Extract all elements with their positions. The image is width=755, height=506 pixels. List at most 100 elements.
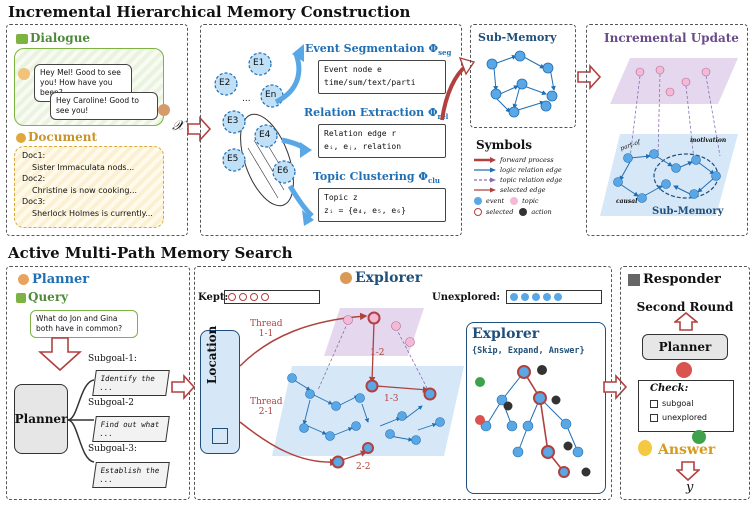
responder-planner-label: Planner: [658, 340, 712, 354]
topic-line: zᵢ = {e₄, e₅, e₆}: [324, 205, 406, 215]
top-section-title: Incremental Hierarchical Memory Construc…: [8, 3, 411, 21]
explorer-title: Explorer: [340, 270, 422, 286]
forward-arrow: [577, 64, 602, 90]
location-label: Location: [205, 325, 219, 384]
topic-box: Topic z zᵢ = {e₄, e₅, e₆}: [318, 188, 446, 222]
legend-topic: topic: [510, 197, 539, 205]
up-arrow: [674, 312, 698, 331]
down-arrow: [676, 461, 700, 482]
bottom-section-title: Active Multi-Path Memory Search: [8, 244, 293, 262]
relation-line: Relation edge r: [324, 129, 397, 138]
doc-line: Sherlock Holmes is currently...: [32, 208, 153, 218]
approve-icon: [692, 430, 706, 444]
incremental-submemory-label: Sub-Memory: [652, 206, 724, 217]
unexplored-queue: [506, 290, 602, 304]
node-ellipsis: ...: [242, 94, 251, 104]
event-segmentation-title: Event Segmentaion Φseg: [305, 42, 452, 58]
unexplored-label: Unexplored:: [432, 292, 501, 303]
planner-title: Planner: [18, 272, 89, 287]
thread-1-1-label: Thread 1-1: [250, 319, 283, 339]
chat-message-2: Hey Caroline! Good to see you!: [50, 92, 158, 121]
document-title: Document: [16, 130, 97, 144]
node-e6: E6: [277, 166, 289, 176]
subgoal-1-label: Subgoal-1:: [88, 354, 137, 364]
node-e3: E3: [227, 116, 239, 126]
legend-event: event: [474, 197, 504, 205]
answer-label: Answer: [658, 442, 716, 458]
label-motivation: motivation: [690, 137, 727, 144]
input-variable: 𝒳: [172, 118, 185, 134]
avatar-caroline: [158, 104, 170, 116]
event-line: time/sum/text/parti: [324, 77, 416, 87]
check-box: [638, 380, 734, 432]
event-node-cluster: [214, 44, 314, 226]
thread-2-1-label: Thread 2-1: [250, 397, 283, 417]
responder-avatar-icon: [628, 273, 640, 286]
document-lines: Doc1: Sister Immaculata nods... Doc2: Ch…: [22, 150, 153, 220]
label-causal: causal: [616, 198, 638, 205]
location-box: [200, 330, 240, 454]
incremental-update-title: Incremental Update: [604, 31, 739, 45]
explorer-graph: [240, 308, 464, 469]
submemory-title: Sub-Memory: [478, 31, 557, 44]
submemory-graph: [486, 50, 558, 118]
dialogue-title: Dialogue: [16, 31, 90, 45]
node-e1: E1: [253, 58, 265, 68]
symbols-legend: forward process logic relation edge topi…: [474, 156, 580, 216]
construction-panel: [200, 24, 462, 236]
incremental-update-panel: [586, 24, 748, 236]
down-arrow: [37, 337, 83, 372]
legend-selected: selected: [474, 208, 513, 216]
explorer-card-title: Explorer: [472, 326, 540, 342]
reject-icon: [676, 362, 692, 378]
legend-forward: forward process: [474, 156, 580, 164]
responder-panel: [620, 266, 750, 500]
node-e5: E5: [227, 154, 239, 164]
document-icon: [16, 132, 26, 143]
lightbulb-icon: [638, 440, 652, 456]
kept-queue: [224, 290, 320, 304]
relation-line: eᵢ, eⱼ, relation: [324, 141, 402, 151]
document-area: [14, 146, 164, 228]
doc-line: Christine is now cooking...: [32, 185, 138, 195]
doc-line: Doc3:: [22, 197, 46, 207]
planner-avatar-icon: [18, 274, 29, 285]
kept-label: Kept:: [198, 292, 229, 303]
node-en: En: [265, 90, 277, 100]
step-1-2-label: 1-2: [370, 348, 385, 358]
second-round-label: Second Round: [636, 300, 734, 314]
doc-line: Doc2:: [22, 174, 46, 184]
legend-selected-edge: selected edge: [474, 186, 580, 194]
subgoal-1-box: Identify the ...: [92, 370, 170, 396]
hierarchy-icon: [212, 428, 228, 444]
relation-extraction-title: Relation Extraction Φrel: [304, 106, 449, 122]
subgoal-branches: [67, 379, 95, 463]
event-line: Event node e: [324, 65, 382, 74]
responder-title: Responder: [628, 272, 721, 287]
subgoal-2-box: Find out what ...: [92, 416, 170, 442]
explorer-avatar-icon: [340, 272, 352, 284]
planner-center-label: Planner: [14, 412, 68, 426]
query-title: Query: [16, 290, 68, 304]
legend-topic-edge: topic relation edge: [474, 176, 580, 184]
responder-planner-box: Planner: [642, 334, 728, 360]
planner-center-box: Planner: [14, 384, 68, 454]
explorer-actions: {Skip, Expand, Answer}: [472, 346, 585, 356]
check-title: Check:: [650, 383, 689, 394]
avatar-mel: [18, 68, 30, 80]
submemory-panel: [470, 24, 576, 128]
subgoal-2-label: Subgoal-2: [88, 398, 134, 408]
incremental-graph: [600, 58, 738, 216]
symbols-title: Symbols: [476, 138, 533, 152]
node-e4: E4: [259, 130, 271, 140]
subgoal-3-label: Subgoal-3:: [88, 444, 137, 454]
legend-action: action: [519, 208, 552, 216]
forward-arrow: [171, 374, 196, 400]
doc-line: Sister Immaculata nods...: [32, 162, 135, 172]
query-bubble: What do Jon and Gina both have in common…: [30, 310, 138, 339]
relation-edge-box: Relation edge r eᵢ, eⱼ, relation: [318, 124, 446, 158]
step-1-3-label: 1-3: [384, 394, 399, 404]
legend-logic-edge: logic relation edge: [474, 166, 580, 174]
check-item-subgoal: subgoal: [650, 399, 693, 408]
explorer-tree: [475, 365, 591, 478]
